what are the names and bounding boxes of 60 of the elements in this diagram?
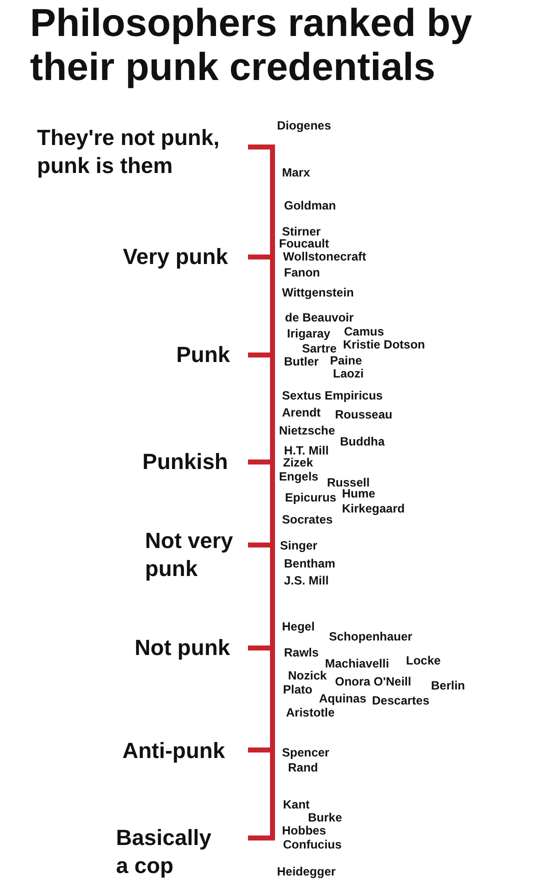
philosopher-name: J.S. Mill [284,574,329,588]
philosopher-name: Stirner [282,226,321,238]
philosopher-name: Onora O'Neill [335,676,412,688]
philosopher-name: Russell [327,476,370,490]
philosopher-name: Schopenhauer [329,630,412,644]
philosopher-name: Sextus Empiricus [282,390,383,402]
philosopher-name: Nozick [288,670,327,682]
philosopher-name: Camus [344,326,384,338]
philosopher-name: Spencer [282,746,330,760]
rank-label: They're not punk, punk is them [37,124,220,180]
philosopher-name: Hobbes [282,824,326,838]
philosopher-name: Irigaray [287,328,330,340]
philosopher-name: Sartre [302,342,337,356]
philosopher-name: Diogenes [277,120,332,132]
philosopher-name: Hegel [282,620,315,634]
philosopher-name: Machiavelli [325,658,390,670]
philosopher-name: de Beauvoir [285,312,354,324]
philosopher-name: Paine [330,354,362,368]
philosopher-name: Laozi [333,368,364,380]
philosopher-name: Marx [282,166,310,180]
philosopher-name: Plato [283,684,312,696]
philosopher-name: H.T. Mill [284,444,329,458]
philosopher-name: Descartes [372,694,430,708]
philosopher-name: Singer [280,540,318,552]
philosopher-name: Butler [284,356,319,368]
philosopher-name: Kirkegaard [342,502,405,516]
rank-label: Very punk [122,243,228,271]
philosopher-name: Locke [406,654,441,668]
philosopher-name: Heidegger [277,866,336,878]
philosopher-name: Nietzsche [279,424,336,438]
philosopher-name: Confucius [283,838,342,852]
philosopher-name: Berlin [431,680,466,692]
philosopher-name: Wittgenstein [282,286,354,300]
rank-label: Basically a cop [116,824,212,880]
philosopher-name: Bentham [284,558,336,570]
rank-label: Anti-punk [122,737,225,765]
rank-label: Punk [176,341,230,369]
philosopher-name: Hume [342,488,376,500]
philosopher-name: Buddha [340,436,385,448]
philosopher-name: Kant [283,798,310,812]
philosopher-name: Aquinas [319,692,366,706]
philosopher-name: Rousseau [335,408,392,422]
philosopher-name: Arendt [282,406,321,420]
philosopher-name: Wollstonecraft [283,250,366,264]
philosopher-name: Foucault [279,238,329,250]
philosopher-name: Rand [288,762,318,774]
rank-label: Not punk [134,634,230,662]
philosopher-name: Burke [308,812,342,824]
philosopher-name: Fanon [284,266,320,280]
philosopher-name: Aristotle [286,706,335,720]
rank-label: Punkish [142,448,228,476]
philosopher-name: Socrates [282,514,333,526]
philosopher-name: Engels [279,470,318,484]
philosopher-name: Epicurus [285,492,336,504]
philosopher-name: Goldman [284,200,336,212]
philosopher-name: Zizek [283,456,314,470]
philosopher-name: Kristie Dotson [343,338,426,352]
diagram-title: Philosophers ranked by their punk credentials [30,2,474,90]
philosopher-name: Rawls [284,646,319,660]
rank-label: Not very punk [145,527,234,583]
